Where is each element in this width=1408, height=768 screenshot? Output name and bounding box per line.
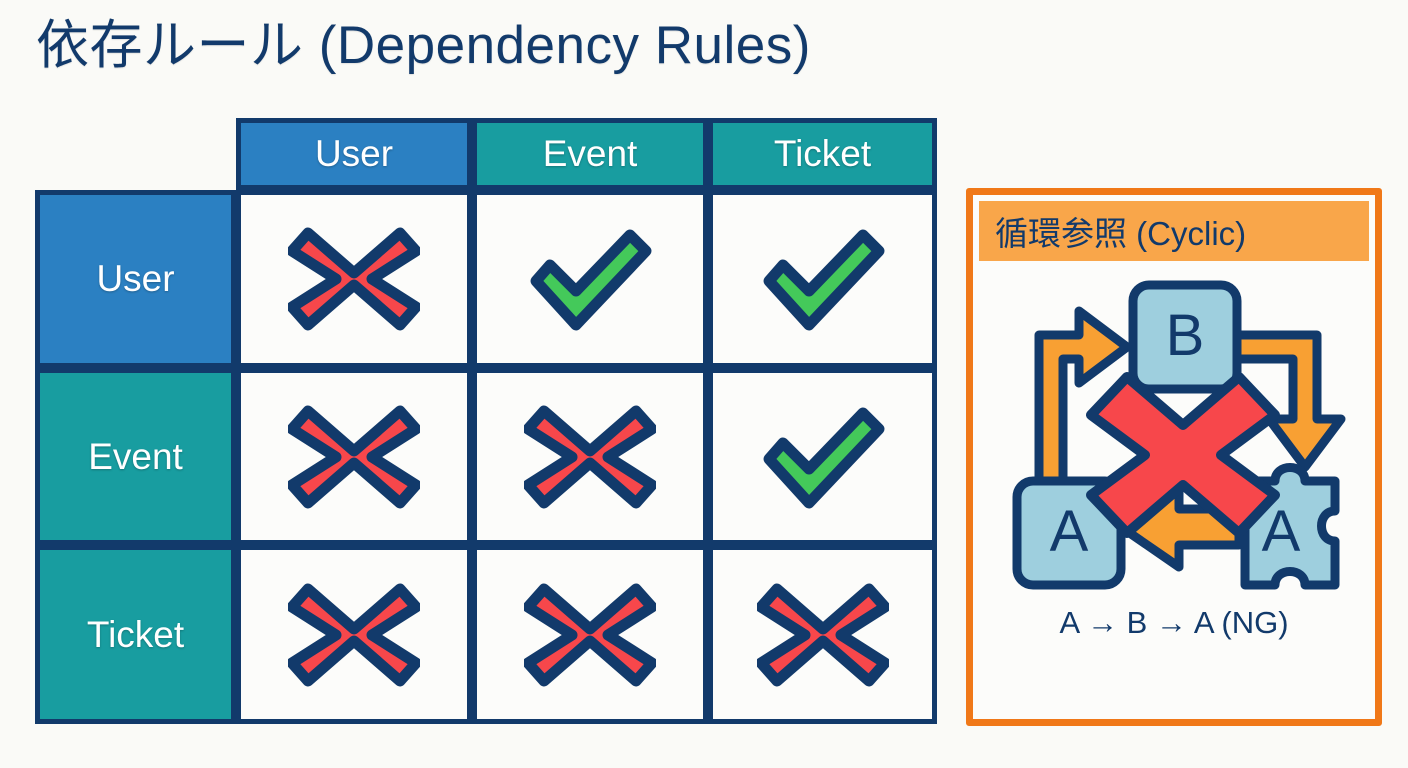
cyclic-caption: A → B → A (NG) (1059, 605, 1289, 640)
cross-overlay-icon (1086, 372, 1280, 538)
row-header-label: Event (88, 435, 183, 477)
matrix-row-header-ticket: Ticket (35, 545, 236, 724)
matrix-cell (236, 368, 472, 545)
matrix-column-header-ticket: Ticket (708, 118, 937, 190)
matrix-row-header-event: Event (35, 368, 236, 545)
matrix-cell (236, 190, 472, 368)
check-icon (763, 229, 884, 331)
matrix-column-header-event: Event (472, 118, 708, 190)
node-a-right-label: A (1262, 499, 1301, 564)
matrix-cell (708, 368, 937, 545)
column-header-label: User (314, 133, 394, 174)
cross-icon (524, 405, 656, 508)
node-a-left-label: A (1050, 499, 1089, 564)
dependency-matrix: User Event Ticket User Event Ticket (35, 118, 937, 724)
matrix-cell (236, 545, 472, 724)
column-header-label: Ticket (773, 133, 872, 174)
cyclic-dependency-diagram: B A A (987, 273, 1375, 603)
node-b-label: B (1166, 303, 1205, 368)
cyclic-panel-header: 循環参照 (Cyclic) (979, 201, 1369, 261)
cyclic-reference-panel: 循環参照 (Cyclic) B A (966, 188, 1382, 726)
matrix-cell (708, 545, 937, 724)
cross-icon (524, 583, 656, 686)
arrow-b-to-a-icon (1230, 330, 1346, 472)
matrix-corner-spacer (35, 118, 236, 190)
column-header-label: Event (542, 133, 638, 174)
matrix-column-header-user: User (236, 118, 472, 190)
check-icon (763, 407, 884, 508)
row-header-label: User (96, 258, 175, 299)
arrow-a-to-b-icon (1034, 306, 1132, 496)
cross-icon (288, 227, 420, 331)
page-title: 依存ルール (Dependency Rules) (36, 16, 811, 75)
matrix-cell (708, 190, 937, 368)
matrix-cell (472, 545, 708, 724)
cross-icon (288, 405, 420, 508)
row-header-label: Ticket (86, 613, 185, 655)
cross-icon (288, 583, 420, 686)
matrix-cell (472, 190, 708, 368)
cross-icon (756, 583, 889, 686)
check-icon (530, 229, 652, 331)
cyclic-panel-header-label: 循環参照 (Cyclic) (995, 215, 1247, 252)
node-a-left: A (1012, 476, 1126, 590)
node-b: B (1128, 280, 1242, 394)
matrix-row-header-user: User (35, 190, 236, 368)
matrix-cell (472, 368, 708, 545)
